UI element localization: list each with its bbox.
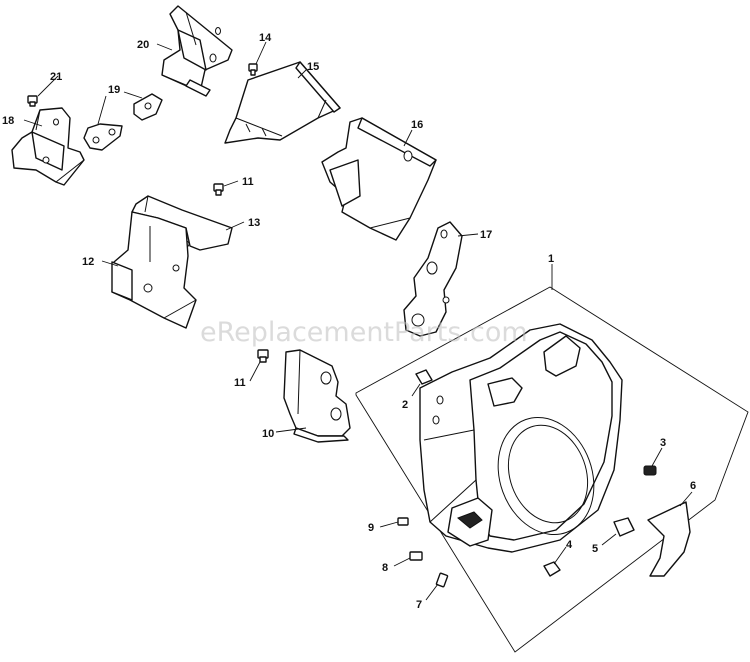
part-2-clip (415, 369, 433, 385)
callout-8: 8 (382, 562, 388, 574)
callout-1: 1 (548, 253, 554, 265)
part-15-shield (224, 61, 341, 144)
part-11-screw-upper (213, 183, 224, 196)
callout-9: 9 (368, 522, 374, 534)
assembly-box (355, 286, 749, 653)
callout-labels: 20 14 15 21 18 19 16 11 13 12 17 1 11 10… (2, 32, 696, 611)
part-4-clip (543, 561, 561, 577)
part-6-plate (647, 501, 691, 577)
callout-12: 12 (82, 256, 94, 268)
callout-11-lower: 11 (234, 377, 246, 389)
part-12-panel (111, 211, 197, 329)
part-10-bracket (283, 349, 351, 443)
part-9-screw (397, 517, 409, 526)
part-14-screw (248, 63, 258, 76)
callout-21: 21 (50, 71, 62, 83)
part-17-bracket (403, 221, 463, 337)
callout-13: 13 (248, 217, 260, 229)
part-5-clip (613, 517, 635, 537)
callout-7: 7 (416, 599, 422, 611)
callout-15: 15 (307, 61, 319, 73)
part-18-bracket (11, 107, 85, 186)
callout-3: 3 (660, 437, 666, 449)
part-1-blower-housing (419, 323, 623, 553)
callout-18: 18 (2, 115, 14, 127)
callout-5: 5 (592, 543, 598, 555)
part-19-bracket (83, 93, 163, 151)
part-3-screw (643, 465, 657, 476)
part-7-screw (435, 572, 449, 588)
callout-11-upper: 11 (242, 176, 254, 188)
part-21-screw (27, 95, 38, 107)
callout-19: 19 (108, 84, 120, 96)
callout-2: 2 (402, 399, 408, 411)
part-20-bracket (161, 5, 233, 97)
callout-14: 14 (259, 32, 272, 44)
callout-16: 16 (411, 119, 423, 131)
part-11-screw-lower (257, 349, 269, 363)
callout-4: 4 (566, 539, 573, 551)
leader-lines (23, 41, 693, 601)
part-8-screw (409, 551, 423, 561)
callout-20: 20 (137, 39, 149, 51)
callout-6: 6 (690, 480, 696, 492)
callout-17: 17 (480, 229, 492, 241)
callout-10: 10 (262, 428, 274, 440)
part-16-baffle (321, 117, 437, 241)
watermark: eReplacementParts.com (200, 317, 528, 348)
